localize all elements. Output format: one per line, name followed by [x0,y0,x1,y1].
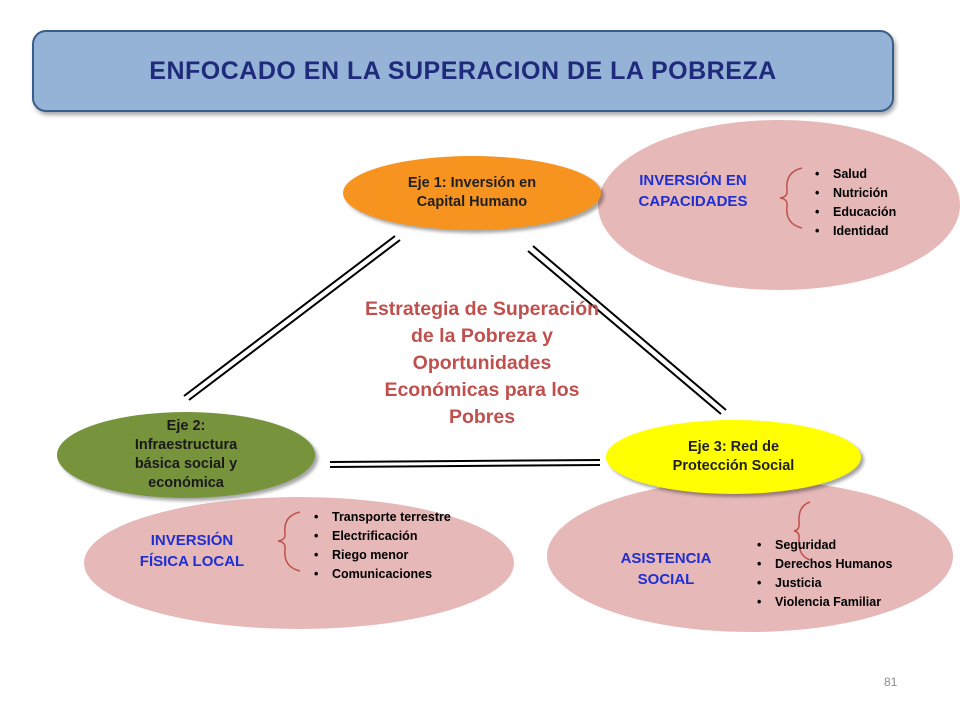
list-item: Violencia Familiar [757,593,892,612]
connector-eje2-eje3 [329,459,601,468]
capacidades-label: INVERSIÓN EN CAPACIDADES [612,170,774,212]
eje3-line1: Eje 3: Red de [687,439,780,455]
strategy-line5: Pobres [448,406,516,428]
eje3-line2: Protección Social [672,458,795,474]
list-item: Electrificación [314,527,451,546]
strategy-line3: Oportunidades [412,352,552,374]
strategy-line4: Económicas para los [384,379,580,401]
asistencia-label: ASISTENCIA SOCIAL [586,548,746,590]
eje1-node: Eje 1: Inversión en Capital Humano [343,156,601,230]
eje2-line2: Infraestructura [134,437,238,453]
page-number: 81 [884,675,898,689]
eje2-line3: básica social y [134,456,238,472]
strategy-line1: Estrategia de Superación [364,298,600,320]
list-item: Educación [815,203,896,222]
list-item: Riego menor [314,546,451,565]
list-item: Transporte terrestre [314,508,451,527]
list-item: Comunicaciones [314,565,451,584]
bracket-capacidades [779,167,803,229]
asistencia-list: Seguridad Derechos Humanos Justicia Viol… [757,536,892,612]
fisica-label: INVERSIÓN FÍSICA LOCAL [112,530,272,572]
list-item: Nutrición [815,184,896,203]
capacidades-list: Salud Nutrición Educación Identidad [815,165,896,241]
strategy-text: Estrategia de Superación de la Pobreza y… [322,296,642,431]
fisica-label-line2: FÍSICA LOCAL [139,553,245,570]
fisica-list: Transporte terrestre Electrificación Rie… [314,508,451,584]
fisica-label-line1: INVERSIÓN [150,532,234,549]
list-item: Salud [815,165,896,184]
strategy-line2: de la Pobreza y [411,325,553,347]
list-item: Derechos Humanos [757,555,892,574]
capacidades-label-line2: CAPACIDADES [638,193,748,210]
eje1-line2: Capital Humano [416,194,528,210]
connector-eje1-eje2 [183,235,401,401]
eje2-node: Eje 2: Infraestructura básica social y e… [57,412,315,498]
bracket-fisica [277,511,301,572]
eje3-node: Eje 3: Red de Protección Social [606,420,861,494]
eje2-line1: Eje 2: [166,418,206,434]
page-title: ENFOCADO EN LA SUPERACION DE LA POBREZA [149,56,777,85]
asistencia-label-line2: SOCIAL [637,571,695,588]
title-banner: ENFOCADO EN LA SUPERACION DE LA POBREZA [32,30,894,112]
list-item: Justicia [757,574,892,593]
eje1-line1: Eje 1: Inversión en [407,175,537,191]
list-item: Seguridad [757,536,892,555]
capacidades-ellipse [598,120,960,290]
eje2-line4: económica [148,475,224,491]
list-item: Identidad [815,222,896,241]
connector-eje1-eje3 [527,245,727,415]
asistencia-label-line1: ASISTENCIA [620,550,712,567]
capacidades-label-line1: INVERSIÓN EN [639,172,747,189]
